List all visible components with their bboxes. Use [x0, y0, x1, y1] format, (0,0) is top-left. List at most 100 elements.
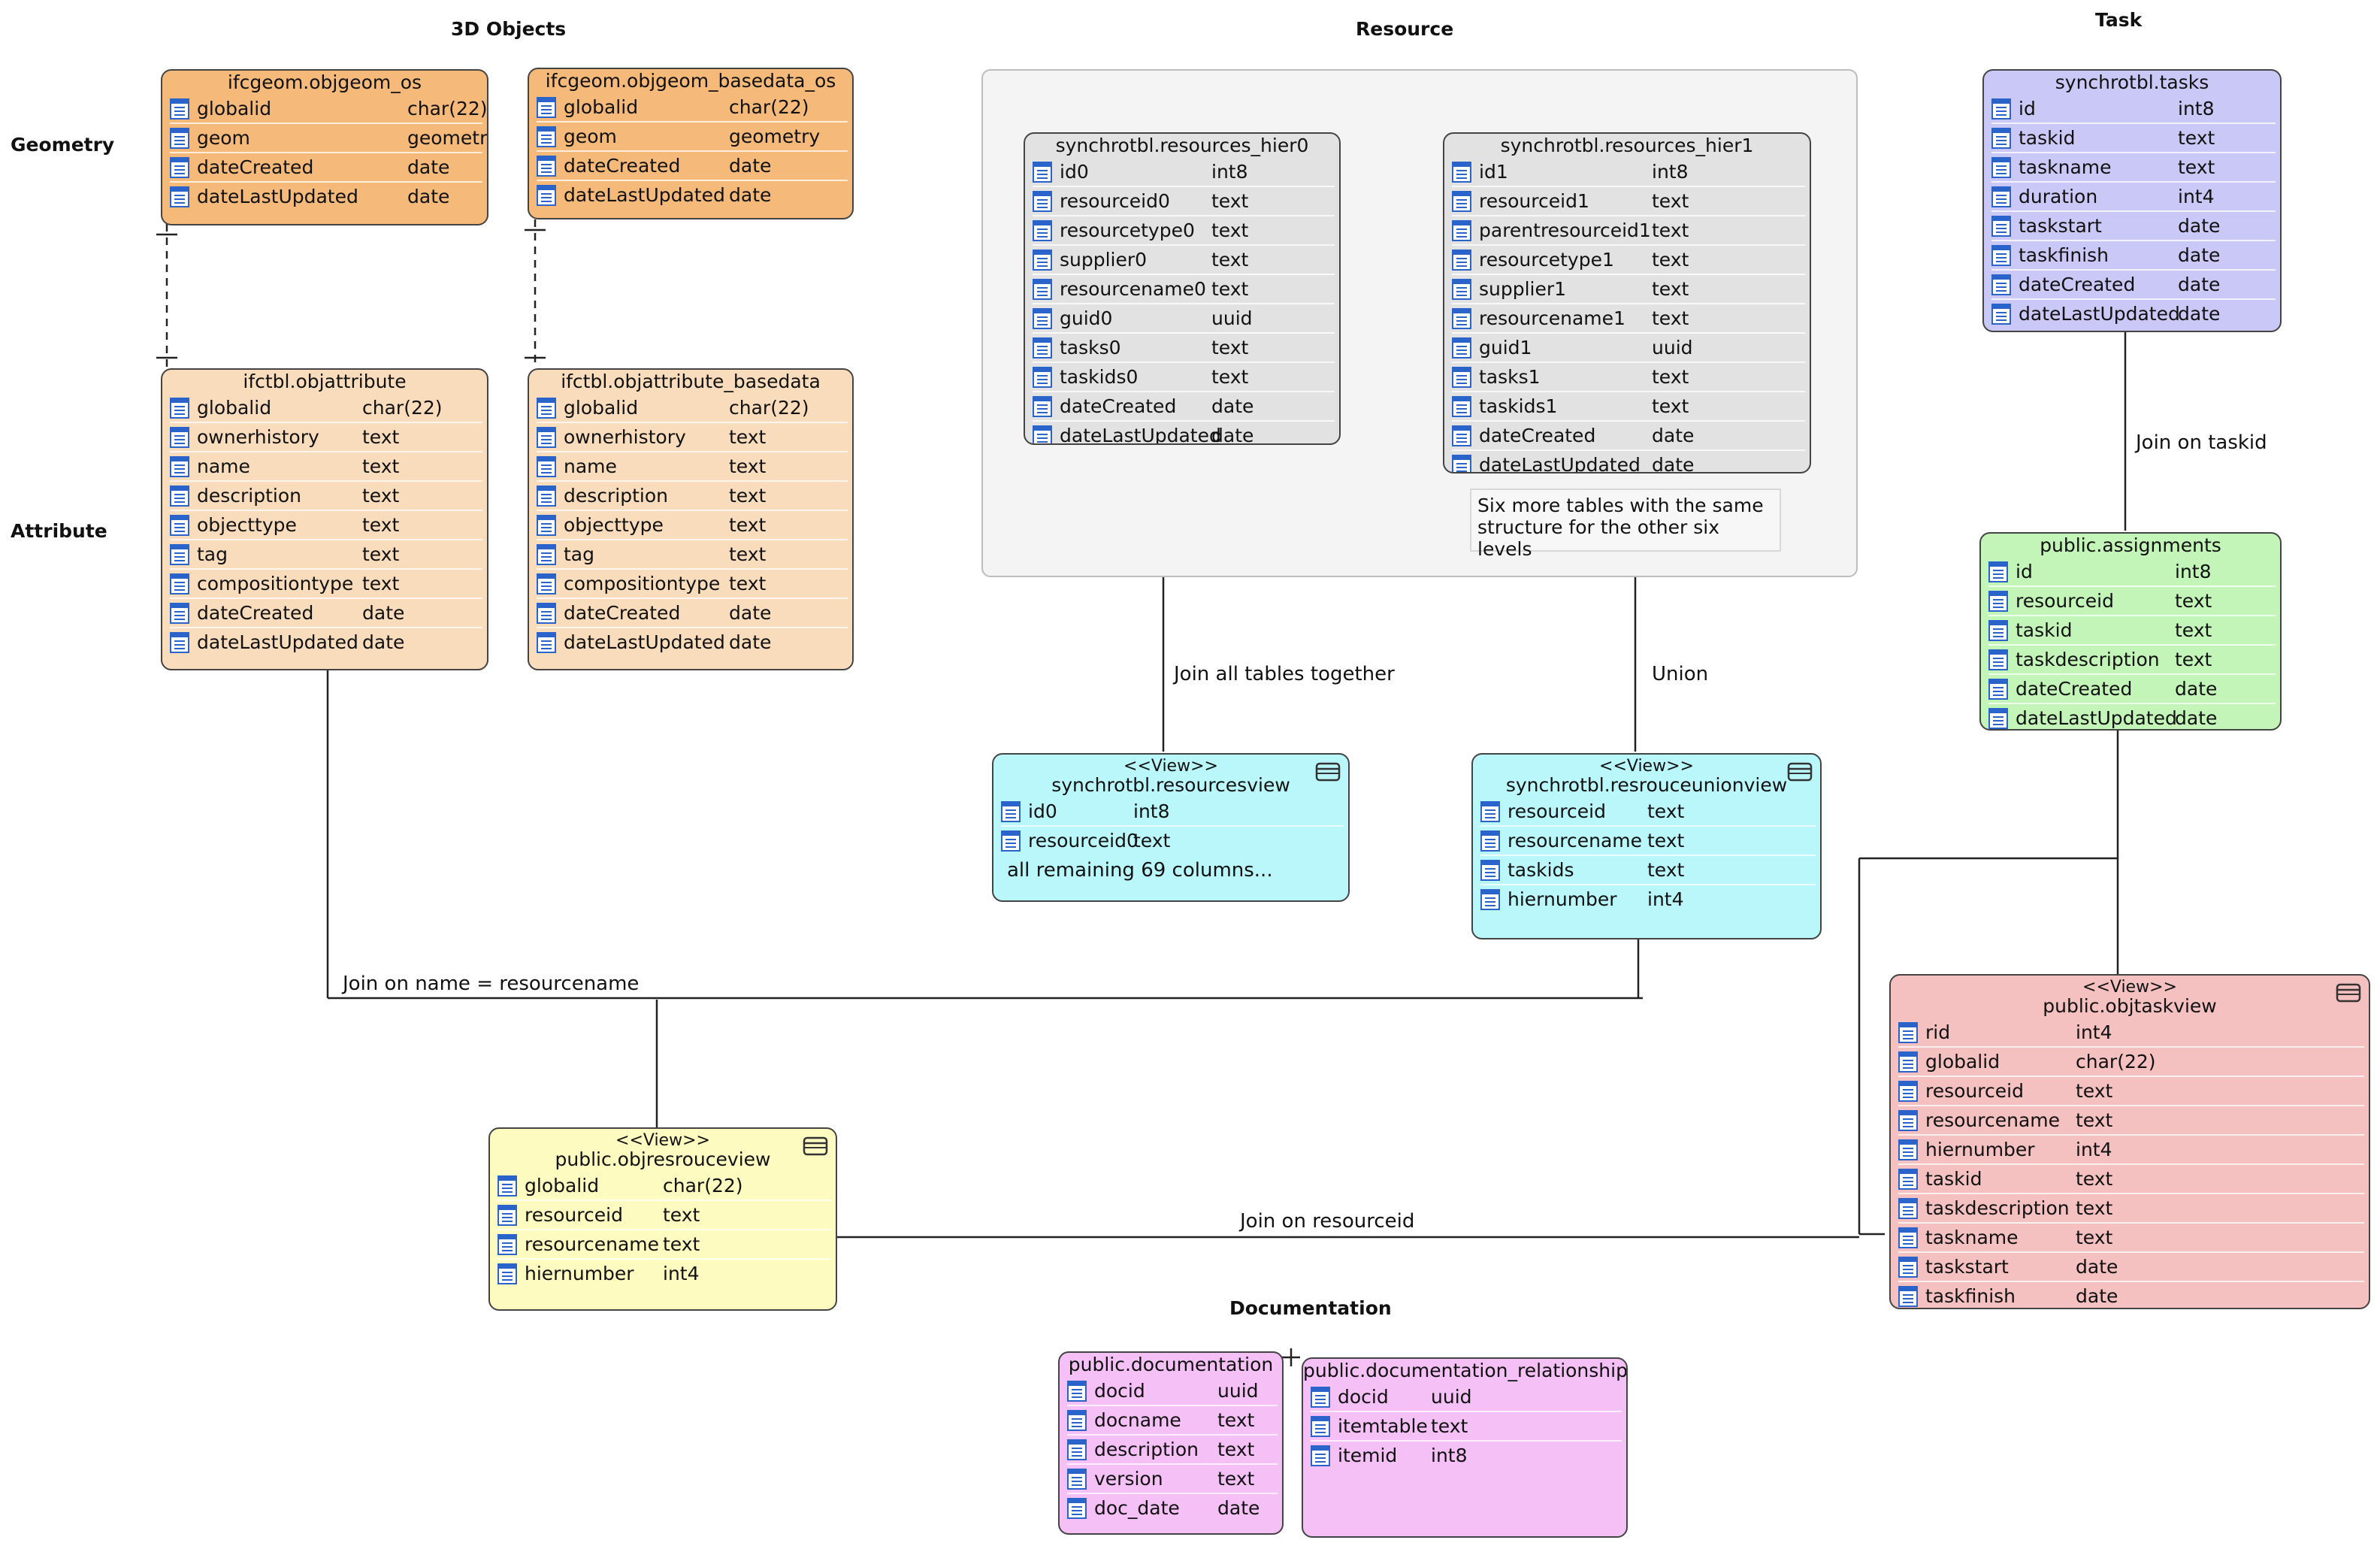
table-documentation-relationship[interactable]: public.documentation_relationshipdociduu… [1302, 1357, 1628, 1538]
column-row[interactable]: taskfinishdate [1991, 241, 2276, 271]
table-resources-hier0[interactable]: synchrotbl.resources_hier0id0int8resourc… [1024, 132, 1341, 445]
column-row[interactable]: tasknametext [1898, 1224, 2364, 1253]
column-row[interactable]: globalidchar(22) [170, 394, 482, 423]
column-row[interactable]: taskfinishdate [1898, 1282, 2364, 1308]
column-row[interactable]: dateCreateddate [537, 599, 848, 628]
column-row[interactable]: dateLastUpdateddate [537, 628, 848, 656]
column-row[interactable]: guid0uuid [1033, 304, 1335, 334]
column-row[interactable]: resourcenametext [1480, 827, 1816, 856]
column-row[interactable]: globalidchar(22) [537, 394, 848, 423]
table-resources-hier1[interactable]: synchrotbl.resources_hier1id1int8resourc… [1443, 132, 1811, 473]
column-row[interactable]: supplier0text [1033, 246, 1335, 275]
column-row[interactable]: durationint4 [1991, 183, 2276, 212]
column-row[interactable]: dateCreateddate [1991, 271, 2276, 300]
column-row[interactable]: tagtext [170, 540, 482, 570]
column-row[interactable]: taskstartdate [1991, 212, 2276, 241]
column-row[interactable]: resourceidtext [497, 1201, 831, 1230]
column-row[interactable]: descriptiontext [170, 482, 482, 511]
table-objattribute-basedata[interactable]: ifctbl.objattribute_basedataglobalidchar… [528, 368, 854, 670]
column-row[interactable]: dateLastUpdateddate [1988, 704, 2276, 729]
column-row[interactable]: objecttypetext [170, 511, 482, 540]
column-row[interactable]: compositiontypetext [170, 570, 482, 599]
column-row[interactable]: descriptiontext [1067, 1436, 1278, 1465]
column-row[interactable]: taskidstext [1480, 856, 1816, 885]
column-row[interactable]: dociduuid [1067, 1377, 1278, 1406]
column-row[interactable]: ownerhistorytext [170, 423, 482, 452]
column-row[interactable]: resourcetype0text [1033, 216, 1335, 246]
column-row[interactable]: hiernumberint4 [497, 1260, 831, 1287]
column-row[interactable]: dateLastUpdateddate [1033, 422, 1335, 443]
column-row[interactable]: resourcenametext [1898, 1106, 2364, 1136]
column-row[interactable]: tasknametext [1991, 153, 2276, 183]
column-row[interactable]: resourceidtext [1898, 1077, 2364, 1106]
column-row[interactable]: taskidtext [1991, 124, 2276, 153]
column-row[interactable]: resourceidtext [1480, 797, 1816, 827]
column-row[interactable]: resourceid0text [1033, 187, 1335, 216]
column-row[interactable]: id0int8 [1001, 797, 1344, 827]
table-tasks[interactable]: synchrotbl.tasksidint8taskidtexttaskname… [1982, 69, 2282, 332]
column-row[interactable]: dateCreateddate [170, 599, 482, 628]
column-row[interactable]: tagtext [537, 540, 848, 570]
column-row[interactable]: hiernumberint4 [1480, 885, 1816, 913]
column-row[interactable]: idint8 [1988, 558, 2276, 587]
column-row[interactable]: nametext [170, 452, 482, 482]
column-row[interactable]: resourcename1text [1452, 304, 1805, 334]
column-row[interactable]: tasks1text [1452, 363, 1805, 392]
column-row[interactable]: taskdescriptiontext [1898, 1194, 2364, 1224]
column-row[interactable]: geomgeometry [170, 124, 487, 153]
column-row[interactable]: taskstartdate [1898, 1253, 2364, 1282]
column-row[interactable]: supplier1text [1452, 275, 1805, 304]
column-row[interactable]: tasks0text [1033, 334, 1335, 363]
column-row[interactable]: ownerhistorytext [537, 423, 848, 452]
table-objgeom-os[interactable]: ifcgeom.objgeom_osglobalidchar(22)geomge… [161, 69, 488, 225]
column-row[interactable]: globalidchar(22) [170, 95, 487, 124]
column-row[interactable]: taskdescriptiontext [1988, 646, 2276, 675]
column-row[interactable]: parentresourceid1text [1452, 216, 1805, 246]
table-objgeom-basedata-os[interactable]: ifcgeom.objgeom_basedata_osglobalidchar(… [528, 68, 854, 219]
column-row[interactable]: dociduuid [1311, 1383, 1622, 1412]
column-row[interactable]: dateCreateddate [170, 153, 482, 183]
column-row[interactable]: dateLastUpdateddate [537, 181, 848, 209]
column-row[interactable]: taskidtext [1988, 616, 2276, 646]
column-row[interactable]: resourceid0text [1001, 827, 1344, 855]
column-row[interactable]: itemidint8 [1311, 1442, 1622, 1469]
column-row[interactable]: taskidtext [1898, 1165, 2364, 1194]
column-row[interactable]: idint8 [1991, 95, 2276, 124]
column-row[interactable]: id0int8 [1033, 158, 1335, 187]
column-row[interactable]: resourceidtext [1988, 587, 2276, 616]
column-row[interactable]: hiernumberint4 [1898, 1136, 2364, 1165]
column-row[interactable]: resourceid1text [1452, 187, 1805, 216]
view-objresrouceview[interactable]: <<View>>public.objresrouceviewglobalidch… [488, 1127, 837, 1311]
column-row[interactable]: globalidchar(22) [537, 93, 848, 123]
column-row[interactable]: id1int8 [1452, 158, 1805, 187]
column-row[interactable]: descriptiontext [537, 482, 848, 511]
column-row[interactable]: dateCreateddate [1452, 422, 1805, 451]
column-row[interactable]: dateLastUpdateddate [170, 183, 482, 210]
column-row[interactable]: dateCreateddate [1033, 392, 1335, 422]
column-row[interactable]: dateCreateddate [537, 152, 848, 181]
column-row[interactable]: dateCreateddate [1988, 675, 2276, 704]
table-assignments[interactable]: public.assignmentsidint8resourceidtextta… [1979, 532, 2282, 731]
column-row[interactable]: globalidchar(22) [1898, 1048, 2364, 1077]
column-row[interactable]: docnametext [1067, 1406, 1278, 1436]
table-documentation[interactable]: public.documentationdociduuiddocnametext… [1058, 1351, 1284, 1535]
column-row[interactable]: resourcenametext [497, 1230, 831, 1260]
column-row[interactable]: ridint4 [1898, 1018, 2364, 1048]
column-row[interactable]: compositiontypetext [537, 570, 848, 599]
column-row[interactable]: resourcename0text [1033, 275, 1335, 304]
column-row[interactable]: versiontext [1067, 1465, 1278, 1494]
table-objattribute[interactable]: ifctbl.objattributeglobalidchar(22)owner… [161, 368, 488, 670]
column-row[interactable]: objecttypetext [537, 511, 848, 540]
column-row[interactable]: dateLastUpdateddate [170, 628, 482, 656]
view-resrouceunionview[interactable]: <<View>>synchrotbl.resrouceunionviewreso… [1471, 753, 1822, 939]
view-objtaskview[interactable]: <<View>>public.objtaskviewridint4globali… [1889, 974, 2370, 1309]
column-row[interactable]: resourcetype1text [1452, 246, 1805, 275]
column-row[interactable]: globalidchar(22) [497, 1172, 831, 1201]
column-row[interactable]: nametext [537, 452, 848, 482]
column-row[interactable]: taskids0text [1033, 363, 1335, 392]
column-row[interactable]: taskids1text [1452, 392, 1805, 422]
column-row[interactable]: itemtabletext [1311, 1412, 1622, 1442]
column-row[interactable]: doc_datedate [1067, 1494, 1278, 1522]
column-row[interactable]: dateLastUpdateddate [1991, 300, 2276, 328]
column-row[interactable]: geomgeometry [537, 123, 848, 152]
